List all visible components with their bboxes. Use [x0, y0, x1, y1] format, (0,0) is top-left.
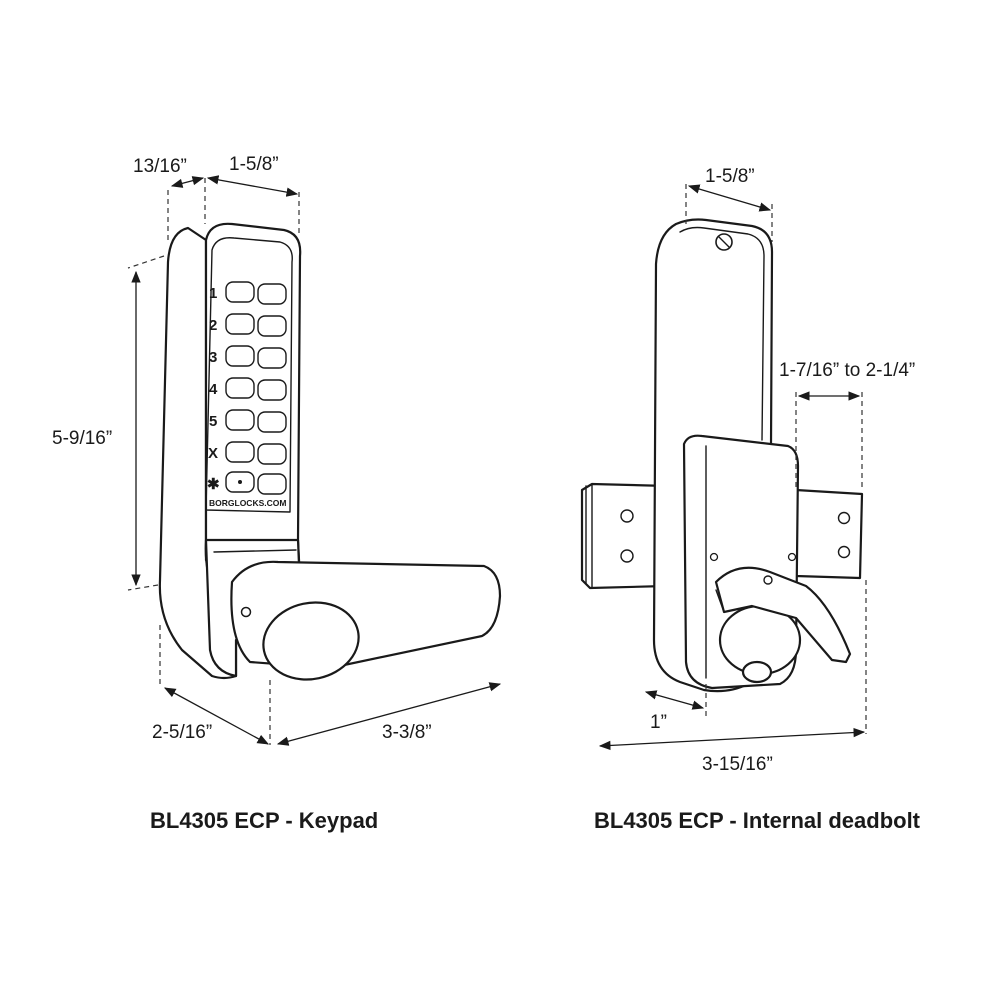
key-row-4 [225, 377, 287, 401]
dim-overall-width: 3-15/16” [702, 754, 773, 775]
key-row-3 [225, 345, 287, 369]
dim-keypad-height: 5-9/16” [52, 428, 112, 449]
dim-bolt-range: 1-7/16” to 2-1/4” [779, 360, 915, 381]
key-row-6 [225, 441, 287, 465]
keypad-buttons [225, 281, 287, 495]
keypad-dimension-lines [127, 175, 502, 746]
dim-keypad-width-top: 1-5/8” [229, 154, 279, 175]
lever-hub [262, 601, 360, 681]
key-label-1: 1 [209, 285, 217, 302]
key-label-3: 3 [209, 349, 217, 366]
deadbolt-dimension-lines [598, 184, 867, 751]
dim-keypad-depth-top: 13/16” [133, 156, 187, 177]
key-row-1 [225, 281, 287, 305]
key-label-4: 4 [209, 381, 218, 398]
dim-thumbturn-offset: 1” [650, 712, 667, 733]
key-label-x: X [208, 445, 218, 462]
key-label-star: ✱ [207, 476, 220, 493]
brand-text: BORGLOCKS.COM [209, 498, 286, 508]
key-row-5 [225, 409, 287, 433]
keypad-caption: BL4305 ECP - Keypad [150, 808, 378, 833]
key-row-2 [225, 313, 287, 337]
key-label-5: 5 [209, 413, 217, 430]
keypad-lock-drawing: 1 2 3 4 5 X ✱ BORGLOCKS.COM [158, 222, 502, 681]
key-label-2: 2 [209, 317, 217, 334]
dim-keypad-depth-bottom: 2-5/16” [152, 722, 212, 743]
dim-lever-length: 3-3/8” [382, 722, 432, 743]
deadbolt-caption: BL4305 ECP - Internal deadbolt [594, 808, 921, 833]
deadbolt-lock-drawing [580, 218, 864, 693]
thumbturn-handle [714, 566, 852, 664]
dim-deadbolt-width-top: 1-5/8” [705, 166, 755, 187]
key-row-7 [225, 471, 287, 495]
